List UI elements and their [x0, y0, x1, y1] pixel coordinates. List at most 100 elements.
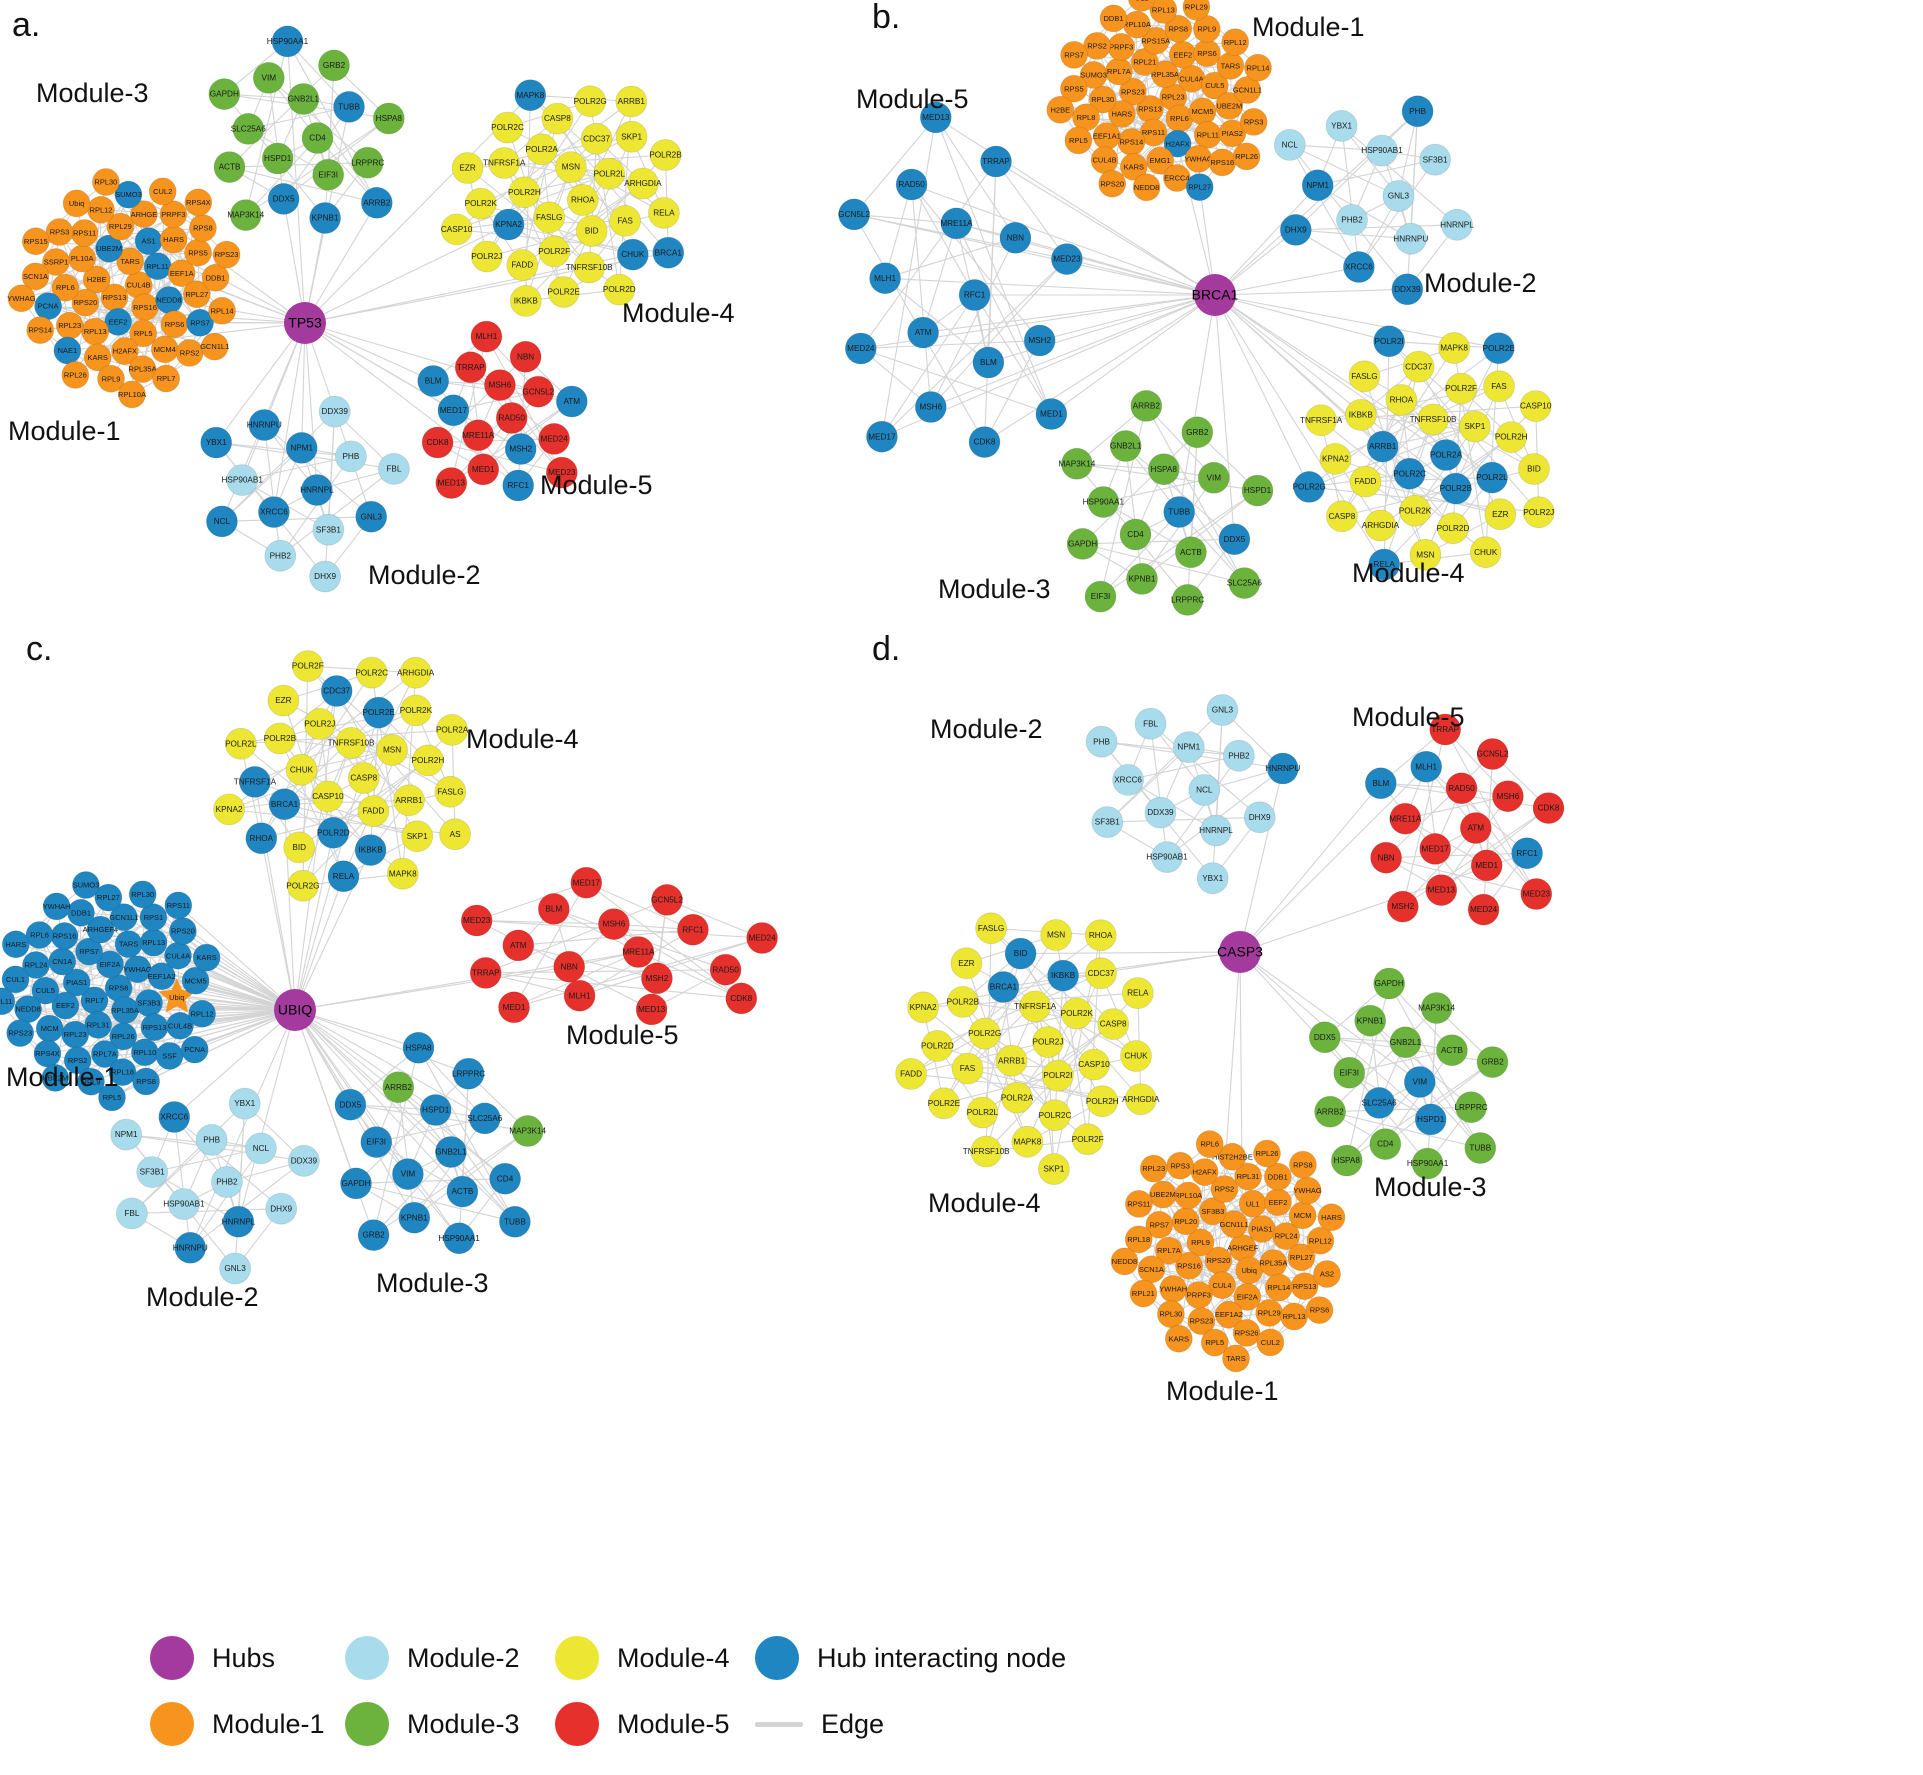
gene-node[interactable]	[51, 991, 80, 1020]
gene-node[interactable]	[1532, 792, 1565, 824]
gene-node[interactable]	[372, 102, 405, 135]
gene-node[interactable]	[264, 539, 297, 572]
gene-node[interactable]	[1469, 536, 1502, 569]
gene-node[interactable]	[398, 1201, 431, 1234]
gene-node[interactable]	[1458, 410, 1491, 443]
gene-node[interactable]	[1047, 959, 1079, 992]
gene-node[interactable]	[1326, 500, 1358, 533]
gene-node[interactable]	[148, 177, 177, 206]
gene-node[interactable]	[1088, 85, 1117, 114]
gene-node[interactable]	[95, 234, 123, 263]
gene-node[interactable]	[248, 409, 281, 441]
gene-node[interactable]	[318, 49, 350, 82]
gene-node[interactable]	[1241, 474, 1274, 507]
gene-node[interactable]	[547, 276, 580, 308]
gene-node[interactable]	[1060, 41, 1088, 69]
gene-node[interactable]	[970, 1135, 1003, 1168]
gene-node[interactable]	[311, 780, 344, 813]
gene-node[interactable]	[987, 971, 1020, 1003]
gene-node[interactable]	[1, 965, 30, 994]
gene-node[interactable]	[1130, 389, 1163, 422]
gene-node[interactable]	[208, 296, 237, 325]
gene-node[interactable]	[1305, 404, 1337, 437]
gene-node[interactable]	[1109, 430, 1142, 462]
gene-node[interactable]	[391, 1158, 424, 1190]
gene-node[interactable]	[110, 903, 138, 932]
gene-node[interactable]	[746, 922, 778, 954]
gene-node[interactable]	[1163, 496, 1196, 528]
gene-node[interactable]	[1336, 203, 1368, 236]
gene-node[interactable]	[411, 744, 444, 777]
gene-node[interactable]	[627, 167, 659, 200]
gene-node[interactable]	[1394, 222, 1427, 255]
gene-node[interactable]	[252, 62, 285, 94]
gene-node[interactable]	[1308, 1021, 1341, 1054]
gene-node[interactable]	[92, 168, 120, 196]
gene-node[interactable]	[51, 273, 80, 302]
gene-node[interactable]	[386, 857, 419, 890]
gene-node[interactable]	[1455, 1091, 1487, 1124]
gene-node[interactable]	[951, 1052, 984, 1085]
gene-node[interactable]	[1389, 802, 1422, 835]
gene-node[interactable]	[265, 1192, 298, 1225]
gene-node[interactable]	[208, 78, 241, 110]
gene-node[interactable]	[213, 793, 246, 826]
gene-node[interactable]	[1141, 26, 1170, 55]
gene-node[interactable]	[333, 91, 365, 123]
gene-node[interactable]	[83, 343, 112, 372]
gene-node[interactable]	[116, 247, 145, 276]
gene-node[interactable]	[1061, 447, 1093, 480]
gene-node[interactable]	[1019, 990, 1051, 1023]
gene-node[interactable]	[844, 332, 877, 365]
gene-node[interactable]	[360, 186, 393, 219]
gene-node[interactable]	[1354, 1004, 1387, 1037]
gene-node[interactable]	[489, 1162, 522, 1195]
gene-node[interactable]	[1348, 360, 1381, 393]
gene-node[interactable]	[136, 1156, 169, 1188]
gene-node[interactable]	[603, 273, 636, 306]
gene-node[interactable]	[271, 25, 304, 58]
gene-node[interactable]	[436, 714, 469, 746]
gene-node[interactable]	[1145, 1210, 1174, 1239]
gene-node[interactable]	[467, 453, 500, 486]
gene-node[interactable]	[454, 351, 487, 384]
gene-node[interactable]	[25, 921, 54, 949]
gene-node[interactable]	[928, 1087, 960, 1120]
gene-node[interactable]	[106, 212, 135, 241]
gene-node[interactable]	[999, 221, 1032, 254]
gene-node[interactable]	[958, 279, 991, 311]
gene-node[interactable]	[0, 987, 16, 1016]
gene-node[interactable]	[570, 866, 603, 899]
gene-node[interactable]	[1175, 1251, 1203, 1280]
gene-node[interactable]	[946, 986, 979, 1018]
gene-node[interactable]	[360, 1126, 393, 1158]
gene-node[interactable]	[509, 284, 542, 317]
gene-node[interactable]	[537, 893, 570, 925]
gene-node[interactable]	[351, 146, 384, 179]
gene-node[interactable]	[238, 766, 271, 798]
gene-node[interactable]	[186, 308, 214, 337]
gene-node[interactable]	[399, 694, 432, 727]
gene-node[interactable]	[41, 1064, 70, 1092]
gene-node[interactable]	[362, 696, 395, 729]
gene-node[interactable]	[97, 364, 125, 393]
gene-node[interactable]	[1163, 129, 1192, 158]
gene-node[interactable]	[709, 953, 742, 986]
gene-node[interactable]	[1244, 53, 1272, 82]
gene-node[interactable]	[228, 1087, 261, 1120]
gene-node[interactable]	[651, 884, 683, 916]
gene-node[interactable]	[1436, 1034, 1468, 1067]
gene-node[interactable]	[1108, 100, 1136, 128]
gene-node[interactable]	[652, 236, 685, 269]
gene-node[interactable]	[419, 1094, 452, 1126]
gene-node[interactable]	[285, 753, 318, 786]
gene-node[interactable]	[1391, 273, 1424, 306]
gene-node[interactable]	[312, 513, 345, 546]
gene-node[interactable]	[1119, 77, 1147, 106]
gene-node[interactable]	[1439, 472, 1472, 505]
gene-node[interactable]	[995, 1044, 1028, 1077]
gene-node[interactable]	[1476, 461, 1508, 494]
gene-node[interactable]	[838, 198, 870, 231]
gene-node[interactable]	[468, 1102, 501, 1135]
gene-node[interactable]	[446, 1175, 479, 1208]
